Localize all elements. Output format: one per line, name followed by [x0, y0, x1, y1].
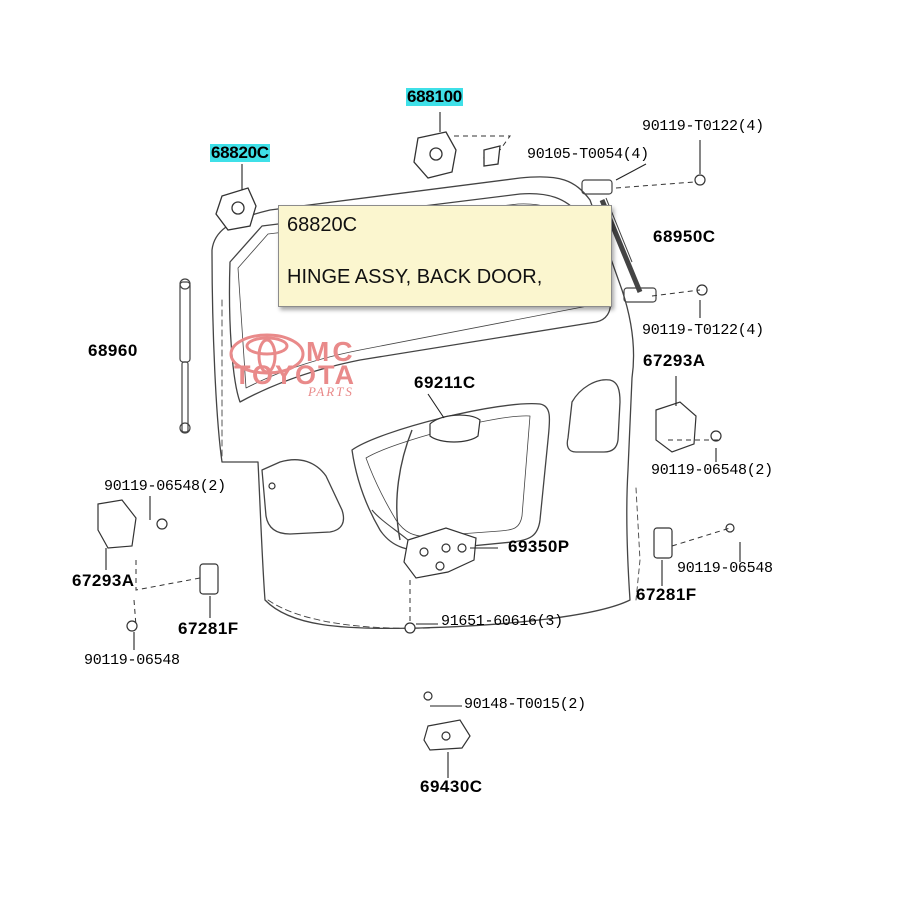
- tooltip-part-code: 68820C: [287, 214, 358, 236]
- label-68820c[interactable]: 68820C: [210, 143, 270, 162]
- label-67293a-left[interactable]: 67293A: [72, 571, 135, 590]
- label-67281f-left[interactable]: 67281F: [178, 619, 239, 638]
- label-90119-06548-2-left[interactable]: 90119-06548(2): [104, 478, 226, 495]
- label-90119-06548-left[interactable]: 90119-06548: [84, 652, 180, 669]
- tooltip-part-name: HINGE ASSY, BACK DOOR,: [287, 266, 543, 288]
- right-lamp-cutout: [566, 379, 621, 453]
- back-door-outline: [211, 176, 635, 630]
- back-glass: [228, 192, 612, 403]
- cushion-left-67281f: [199, 563, 219, 595]
- label-91651-60616-3[interactable]: 91651-60616(3): [441, 613, 563, 630]
- handle-69211c: [429, 414, 481, 443]
- screws: [126, 174, 735, 701]
- label-90119-06548-right[interactable]: 90119-06548: [677, 560, 773, 577]
- left-lamp-cutout: [261, 459, 345, 535]
- watermark-parts: PARTS: [308, 384, 354, 399]
- lock-cable: [396, 429, 413, 541]
- label-68950c[interactable]: 68950C: [653, 227, 716, 246]
- part-tooltip: 68820C HINGE ASSY, BACK DOOR,: [278, 205, 612, 307]
- label-69430c[interactable]: 69430C: [420, 777, 483, 796]
- label-90148-t0015-2[interactable]: 90148-T0015(2): [464, 696, 586, 713]
- watermark-toyota: TOYOTA: [234, 360, 357, 390]
- label-67281f-right[interactable]: 67281F: [636, 585, 697, 604]
- watermark-mc: MC: [306, 336, 356, 367]
- toyota-logo-icon: [229, 333, 305, 375]
- label-90119-06548-2-right[interactable]: 90119-06548(2): [651, 462, 773, 479]
- license-recess: [351, 402, 551, 552]
- cushion-right-67281f: [653, 527, 673, 559]
- label-90105-t0054-4[interactable]: 90105-T0054(4): [527, 146, 649, 163]
- striker-right-67293a: [655, 401, 722, 453]
- hinge-688100: [413, 131, 501, 179]
- bracket-69430c: [423, 719, 471, 751]
- label-69211c[interactable]: 69211C: [414, 373, 476, 392]
- label-68960[interactable]: 68960: [88, 341, 138, 360]
- label-90119-t0122-4-top[interactable]: 90119-T0122(4): [642, 118, 764, 135]
- label-67293a-right[interactable]: 67293A: [643, 351, 706, 370]
- label-688100[interactable]: 688100: [406, 87, 463, 106]
- lock-69350p: [403, 527, 477, 579]
- striker-left-67293a: [97, 499, 168, 549]
- hinge-68820c: [215, 187, 257, 231]
- label-90119-t0122-4-bottom[interactable]: 90119-T0122(4): [642, 322, 764, 339]
- strut-68960: [179, 278, 191, 434]
- mc-toyota-parts-watermark: MC TOYOTA PARTS: [228, 333, 408, 399]
- label-69350p[interactable]: 69350P: [508, 537, 570, 556]
